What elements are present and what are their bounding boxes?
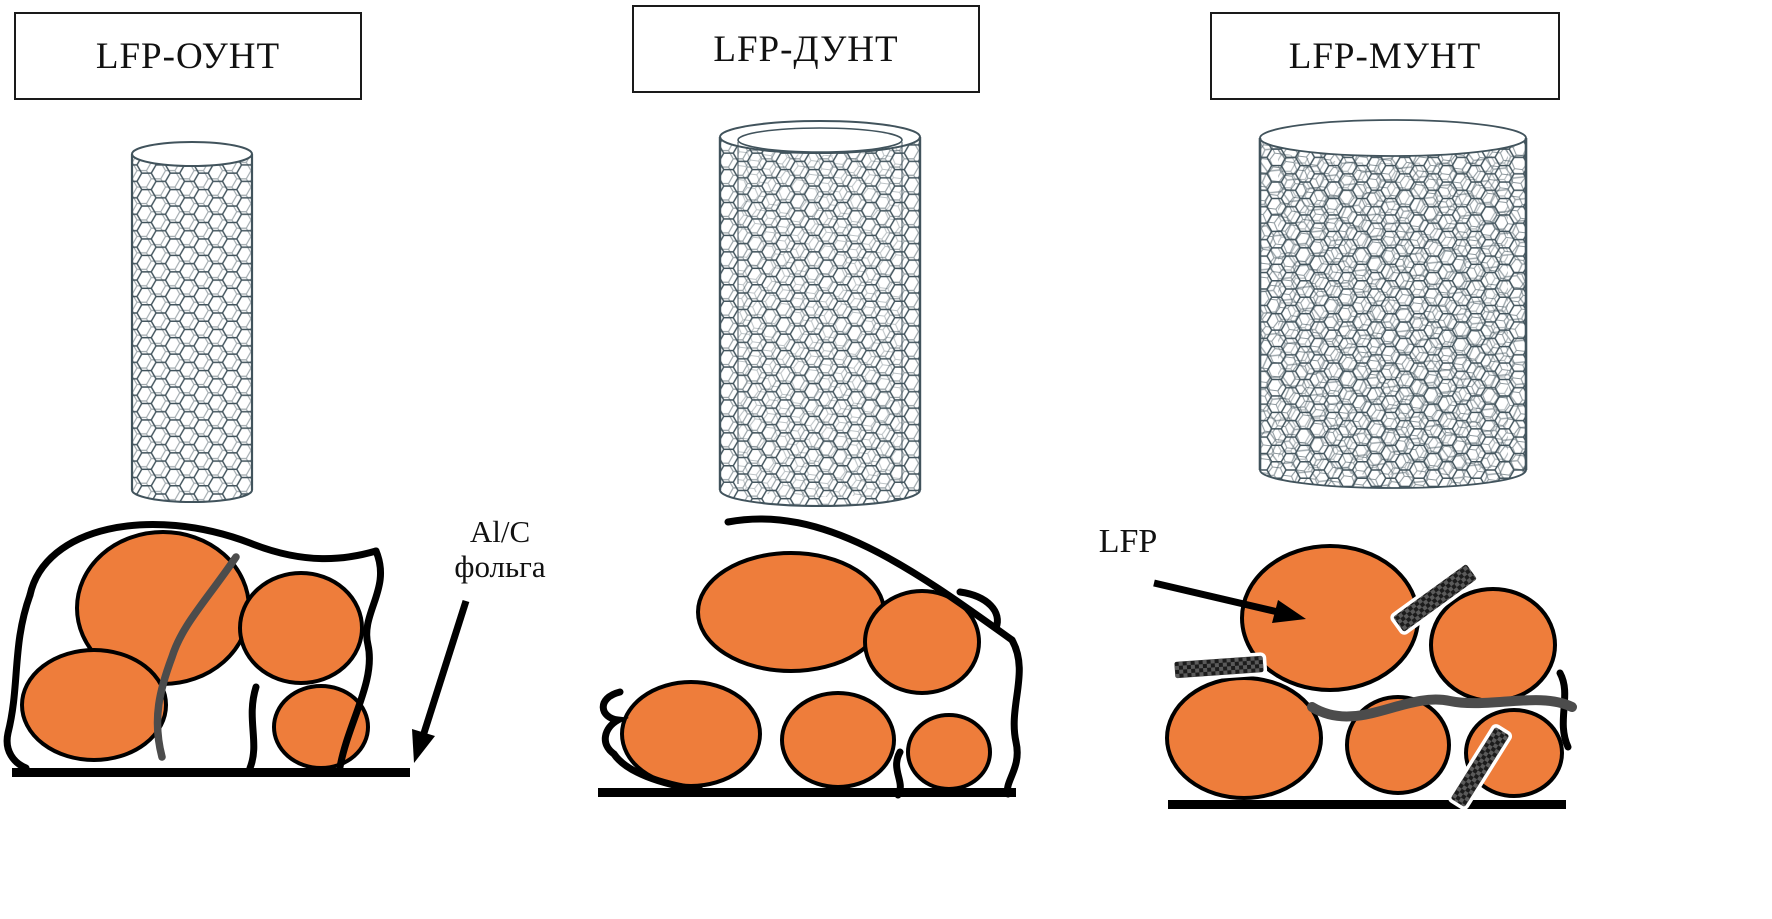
ount-electrode-sketch (3, 521, 470, 777)
lfp-particle (20, 648, 168, 762)
foil-baseline (1168, 800, 1566, 809)
cnt-strand-gray (153, 553, 240, 761)
lfp-arrow-head (1272, 600, 1306, 623)
swcnt-side-edges (130, 154, 254, 490)
cnt-strand (336, 547, 384, 771)
panel-title-ount: LFP-ОУНТ (14, 12, 362, 100)
lfp-particle (1429, 587, 1557, 703)
cnt-strand-gray (1307, 694, 1577, 722)
cnt-strand (1003, 636, 1023, 798)
lfp-arrow (1153, 579, 1279, 616)
dwcnt-outer-top-rim (719, 120, 921, 154)
lfp-particle (696, 551, 886, 673)
swcnt-back-wall (132, 154, 252, 502)
foil-arrow (420, 599, 470, 735)
cnt-rod (1170, 652, 1268, 682)
cnt-strand (246, 683, 260, 772)
dunt-electrode-sketch (598, 515, 1023, 799)
swcnt-lattice-illustration (130, 141, 254, 503)
lfp-particle (906, 713, 992, 791)
foil-baseline (598, 788, 1016, 797)
lfp-annotation: LFP (1078, 523, 1178, 561)
cnt-strand (893, 748, 904, 799)
foil-baseline (12, 768, 410, 777)
panel-title-dunt-label: LFP-ДУНТ (713, 28, 899, 70)
mwcnt-lattice-illustration (1258, 119, 1528, 489)
panel-title-munt: LFP-МУНТ (1210, 12, 1560, 100)
panel-title-munt-label: LFP-МУНТ (1288, 35, 1482, 77)
panel-title-dunt: LFP-ДУНТ (632, 5, 980, 93)
lfp-particle (1345, 695, 1451, 795)
mwcnt-top-rim (1259, 119, 1527, 157)
mwcnt-wall-4 (1278, 148, 1508, 475)
lfp-particle (863, 589, 981, 695)
foil-annotation-line1: Al/C (469, 514, 531, 549)
mwcnt-bottom-rim (1259, 469, 1527, 489)
foil-annotation: Al/C фольга (425, 514, 575, 584)
lfp-particle (238, 571, 364, 685)
cnt-strand (3, 591, 34, 772)
swcnt-top-rim (131, 141, 253, 167)
cnt-rod (1390, 561, 1480, 635)
mwcnt-side-edges (1258, 138, 1528, 470)
foil-annotation-line2: фольга (454, 548, 546, 584)
dwcnt-lattice-illustration (718, 120, 922, 507)
dwcnt-bottom-rim (719, 489, 921, 507)
cnt-strand (956, 588, 1001, 632)
cnt-strand (599, 688, 704, 794)
lfp-annotation-label: LFP (1098, 523, 1158, 560)
munt-electrode-sketch (1153, 544, 1577, 810)
swcnt-bottom-rim (131, 489, 253, 503)
cnt-rod (1447, 724, 1513, 810)
lfp-particle (620, 680, 762, 788)
cnt-strand (26, 521, 380, 599)
lfp-particle (1165, 676, 1323, 800)
panel-title-ount-label: LFP-ОУНТ (95, 35, 281, 77)
dwcnt-outer-side-edges (718, 137, 922, 490)
cnt-strand (724, 515, 1016, 644)
dwcnt-inner-top-rim (737, 127, 903, 153)
dwcnt-inner-wall (738, 142, 902, 497)
lfp-particle (780, 691, 896, 789)
foil-arrow-head (412, 729, 435, 763)
dwcnt-inner-side-edges (737, 142, 903, 484)
